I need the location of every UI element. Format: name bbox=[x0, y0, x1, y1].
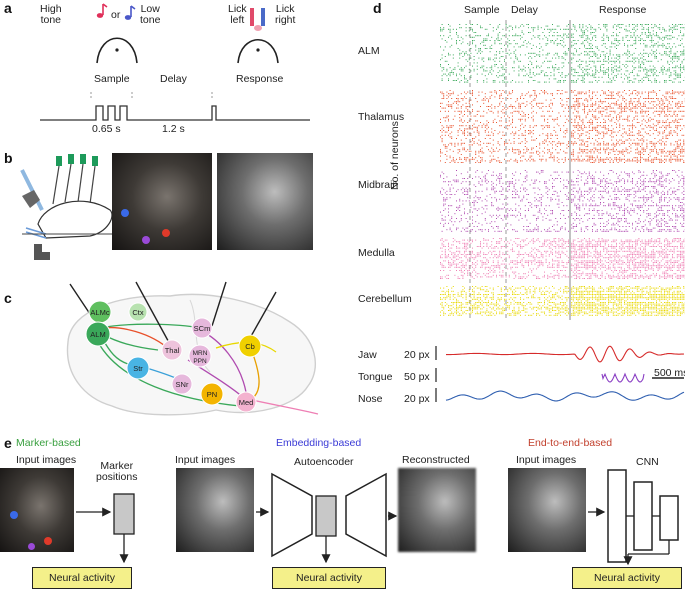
time-scale-label: 500 ms bbox=[654, 367, 685, 379]
end-input-label: Input images bbox=[516, 454, 577, 466]
circuit-node-almc-label: ALMc bbox=[90, 308, 109, 317]
panel-e-diagram bbox=[76, 469, 679, 566]
recording-setup-schematic bbox=[20, 154, 120, 260]
y-axis-label: No. of neurons bbox=[389, 121, 401, 190]
mouse-head-response-icon bbox=[237, 8, 279, 64]
circuit-node-str: Str bbox=[126, 356, 150, 380]
circuit-node-alm: ALM bbox=[85, 321, 111, 347]
circuit-node-ctx: Ctx bbox=[128, 302, 148, 322]
circuit-node-ctx-label: Ctx bbox=[132, 308, 144, 317]
circuit-node-scm-label: SCm bbox=[194, 324, 211, 333]
embedding-input-image bbox=[176, 468, 254, 552]
music-note-high-icon bbox=[96, 3, 108, 18]
panel-b-letter: b bbox=[4, 150, 13, 166]
region-label-thalamus: Thalamus bbox=[358, 111, 405, 123]
marker-input-image bbox=[0, 468, 74, 552]
high-tone-label: High tone bbox=[40, 3, 62, 27]
lick-right-label: Lick right bbox=[275, 3, 296, 27]
circuit-node-pn: PN bbox=[200, 382, 224, 406]
d-response-label: Response bbox=[599, 4, 647, 16]
reconstructed-image bbox=[398, 468, 476, 552]
raster-block-cerebellum bbox=[440, 286, 685, 316]
d-sample-label: Sample bbox=[464, 4, 500, 16]
circuit-node-almc: ALMc bbox=[88, 300, 112, 324]
circuit-node-snr-label: SNr bbox=[176, 380, 189, 389]
circuit-node-alm-label: ALM bbox=[90, 330, 105, 339]
region-label-alm: ALM bbox=[358, 45, 380, 57]
panel-d-letter: d bbox=[373, 0, 382, 16]
cnn-label: CNN bbox=[636, 456, 659, 468]
trace-label-tongue: Tongue bbox=[358, 371, 393, 383]
circuit-node-med: Med bbox=[235, 391, 257, 413]
marker-jaw-dot bbox=[44, 537, 52, 545]
trace-label-jaw: Jaw bbox=[358, 349, 377, 361]
a-sample-label: Sample bbox=[94, 73, 130, 85]
circuit-node-thal: Thal bbox=[161, 339, 183, 361]
nose-trace bbox=[445, 390, 685, 402]
marker-based-title: Marker-based bbox=[16, 437, 81, 449]
circuit-node-snr: SNr bbox=[171, 373, 193, 395]
trace-scale-nose: 20 px bbox=[404, 393, 430, 405]
circuit-node-str-label: Str bbox=[133, 364, 143, 373]
spike-raster-plot bbox=[440, 20, 685, 320]
jaw-marker bbox=[162, 229, 170, 237]
mouse-head-sample-icon bbox=[96, 37, 138, 64]
trace-scale-tongue: 50 px bbox=[404, 371, 430, 383]
trace-scale-jaw: 20 px bbox=[404, 349, 430, 361]
marker-nose-dot bbox=[10, 511, 18, 519]
trial-structure-trace bbox=[40, 92, 310, 121]
embedding-based-title: Embedding-based bbox=[276, 437, 362, 449]
a-response-label: Response bbox=[236, 73, 284, 85]
delay-duration-label: 1.2 s bbox=[162, 123, 185, 135]
raster-block-alm bbox=[440, 24, 685, 83]
end-to-end-title: End-to-end-based bbox=[528, 437, 613, 449]
circuit-node-mrn-ppn-label: MRN bbox=[193, 350, 208, 357]
behavior-traces bbox=[435, 345, 685, 402]
end-input-image bbox=[508, 468, 586, 552]
marker-input-label: Input images bbox=[16, 454, 77, 466]
region-label-midbrain: Midbrain bbox=[358, 179, 399, 191]
region-label-medulla: Medulla bbox=[358, 247, 395, 259]
or-label: or bbox=[111, 9, 121, 21]
circuit-node-cb-label: Cb bbox=[245, 342, 255, 351]
mouse-bottom-camera-image bbox=[217, 153, 313, 250]
music-note-low-icon bbox=[124, 5, 136, 20]
marker-tongue-dot bbox=[28, 543, 35, 550]
raster-block-medulla bbox=[440, 238, 685, 279]
end-neural-activity-box: Neural activity bbox=[572, 567, 682, 589]
autoencoder-label: Autoencoder bbox=[294, 456, 354, 468]
tongue-marker bbox=[142, 236, 150, 244]
reconstructed-label: Reconstructed bbox=[402, 454, 470, 466]
panel-a-letter: a bbox=[4, 0, 12, 16]
circuit-node-scm: SCm bbox=[191, 317, 213, 339]
marker-positions-label: Marker positions bbox=[96, 460, 138, 484]
raster-block-thalamus bbox=[440, 90, 685, 163]
low-tone-label: Low tone bbox=[140, 3, 161, 27]
trace-label-nose: Nose bbox=[358, 393, 383, 405]
circuit-node-thal-label: Thal bbox=[165, 346, 180, 355]
a-delay-label: Delay bbox=[160, 73, 187, 85]
embedding-neural-activity-box: Neural activity bbox=[272, 567, 386, 589]
region-label-cerebellum: Cerebellum bbox=[358, 293, 412, 305]
d-delay-label: Delay bbox=[511, 4, 538, 16]
marker-neural-activity-box: Neural activity bbox=[32, 567, 132, 589]
panel-e-letter: e bbox=[4, 435, 12, 451]
circuit-node-mrn-ppn-label: PPN bbox=[193, 358, 207, 365]
tongue-trace bbox=[601, 372, 645, 383]
lick-left-label: Lick left bbox=[228, 3, 247, 27]
raster-block-midbrain bbox=[440, 170, 685, 232]
nose-marker bbox=[121, 209, 129, 217]
sample-duration-label: 0.65 s bbox=[92, 123, 121, 135]
panel-c-letter: c bbox=[4, 290, 12, 306]
circuit-node-cb: Cb bbox=[238, 334, 262, 358]
circuit-node-pn-label: PN bbox=[207, 390, 217, 399]
embedding-input-label: Input images bbox=[175, 454, 236, 466]
circuit-node-med-label: Med bbox=[239, 398, 254, 407]
jaw-trace bbox=[446, 345, 685, 363]
